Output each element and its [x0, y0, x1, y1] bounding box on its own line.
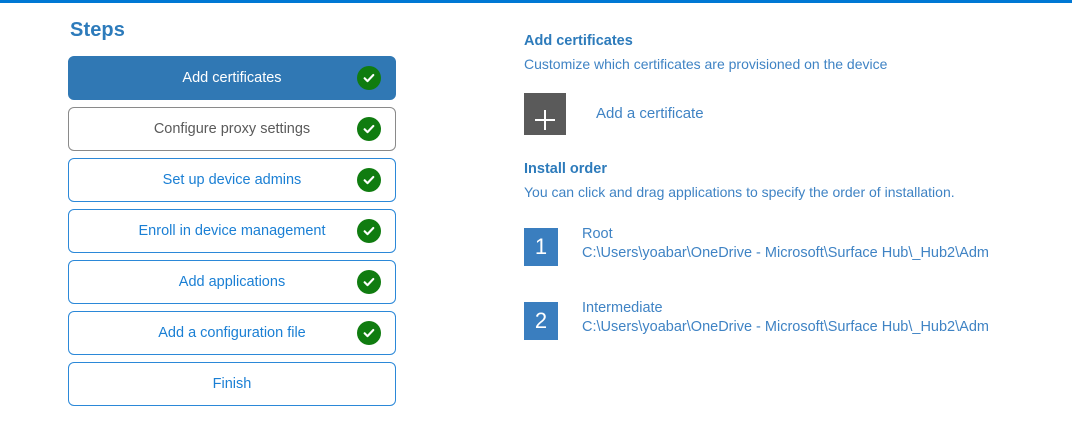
install-order-block: Install order You can click and drag app… — [524, 161, 1044, 340]
step-button-add-applications[interactable]: Add applications — [68, 260, 396, 304]
install-order-description: You can click and drag applications to s… — [524, 183, 955, 200]
install-order-list: 1 Root C:\Users\yoabar\OneDrive - Micros… — [524, 225, 1044, 340]
step-complete-check-icon — [357, 321, 381, 345]
step-button-add-certificates[interactable]: Add certificates — [68, 56, 396, 100]
detail-heading: Add certificates — [524, 33, 633, 49]
step-complete-check-icon — [357, 66, 381, 90]
add-certificate-row[interactable]: Add a certificate — [524, 92, 1044, 135]
steps-panel: Steps Add certificates Configure proxy s… — [68, 19, 396, 413]
step-complete-check-icon — [357, 270, 381, 294]
step-label: Finish — [212, 376, 252, 392]
install-order-number-badge: 1 — [524, 227, 558, 266]
step-button-add-a-configuration-file[interactable]: Add a configuration file — [68, 311, 396, 355]
plus-icon[interactable] — [524, 92, 566, 135]
detail-panel: Add certificates Customize which certifi… — [524, 33, 1044, 376]
detail-subheading: Customize which certificates are provisi… — [524, 56, 888, 72]
install-order-heading: Install order — [524, 160, 607, 177]
step-complete-check-icon — [357, 219, 381, 243]
install-order-item-path: C:\Users\yoabar\OneDrive - Microsoft\Sur… — [582, 319, 989, 336]
add-certificate-label[interactable]: Add a certificate — [596, 105, 704, 123]
install-order-item-text: Root C:\Users\yoabar\OneDrive - Microsof… — [582, 225, 989, 264]
step-button-set-up-device-admins[interactable]: Set up device admins — [68, 158, 396, 202]
install-order-item-name: Intermediate — [582, 299, 663, 316]
top-accent-bar — [0, 0, 1072, 3]
install-order-item-text: Intermediate C:\Users\yoabar\OneDrive - … — [582, 299, 989, 338]
step-label: Add applications — [178, 274, 286, 290]
page-root: Steps Add certificates Configure proxy s… — [0, 3, 1072, 443]
steps-title: Steps — [70, 19, 125, 41]
install-order-number-badge: 2 — [524, 301, 558, 340]
install-order-item-path: C:\Users\yoabar\OneDrive - Microsoft\Sur… — [582, 245, 989, 262]
step-label: Add a configuration file — [158, 325, 306, 341]
step-complete-check-icon — [357, 168, 381, 192]
install-order-item[interactable]: 2 Intermediate C:\Users\yoabar\OneDrive … — [524, 299, 1044, 340]
step-button-enroll-in-device-management[interactable]: Enroll in device management — [68, 209, 396, 253]
install-order-item-name: Root — [582, 225, 613, 242]
install-order-item[interactable]: 1 Root C:\Users\yoabar\OneDrive - Micros… — [524, 225, 1044, 266]
step-complete-check-icon — [357, 117, 381, 141]
step-button-configure-proxy-settings[interactable]: Configure proxy settings — [68, 107, 396, 151]
step-button-finish[interactable]: Finish — [68, 362, 396, 406]
step-label: Enroll in device management — [138, 223, 326, 239]
step-label: Set up device admins — [162, 172, 302, 188]
step-label: Configure proxy settings — [153, 121, 311, 137]
step-label: Add certificates — [182, 70, 282, 86]
